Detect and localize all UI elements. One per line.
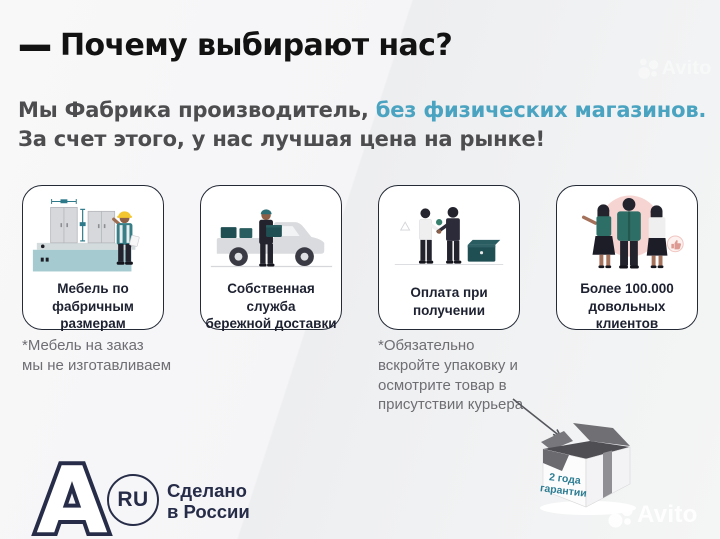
title-dash: — xyxy=(18,15,52,75)
avito-watermark-bottom: Avito xyxy=(608,501,698,529)
payment-on-delivery-illustration xyxy=(394,206,503,266)
subtitle-accent: без физических магазинов. xyxy=(375,98,707,122)
guarantee-line-2: гарантии xyxy=(539,482,587,500)
subtitle-part1: Мы Фабрика производитель, xyxy=(18,98,369,122)
feature-card-factory-sizes: Мебель по фабричным размерам xyxy=(22,185,164,331)
card-caption: Оплата при получении xyxy=(410,284,488,318)
footnote-custom-furniture: *Мебель на заказ мы не изготавливаем xyxy=(22,337,172,374)
avito-watermark-text: Avito xyxy=(661,57,712,80)
subtitle-line-2: За счет этого, у нас лучшая цена на рынк… xyxy=(18,127,545,151)
card-caption: Более 100.000 довольных клиентов xyxy=(580,281,674,332)
avito-logo-icon xyxy=(608,503,633,528)
guarantee-text: 2 года гарантии xyxy=(539,471,587,500)
page-title: Почему выбирают нас? xyxy=(60,27,453,63)
card-caption: Мебель по фабричным размерам xyxy=(52,281,134,332)
avito-logo-icon xyxy=(638,58,659,79)
card-caption: Собственная служба бережной доставки xyxy=(205,281,337,332)
delivery-truck-illustration xyxy=(210,209,332,268)
furniture-factory-illustration xyxy=(32,199,140,272)
ru-badge-label: RU xyxy=(117,488,149,511)
happy-clients-illustration xyxy=(581,195,684,269)
page-title-row: — Почему выбирают нас? xyxy=(18,20,453,71)
guarantee-box-illustration: 2 года гарантии xyxy=(539,423,636,515)
feature-card-clients: Более 100.000 довольных клиентов xyxy=(556,185,698,331)
feature-card-payment: Оплата при получении xyxy=(378,185,520,330)
subtitle-line-1: Мы Фабрика производитель, без физических… xyxy=(18,96,706,125)
subtitle: Мы Фабрика производитель, без физических… xyxy=(18,96,706,154)
brand-letter: А xyxy=(36,458,107,536)
guarantee-line-1: 2 года xyxy=(548,471,581,487)
footnote-inspect-package: *Обязательно вскройте упаковку и осмотри… xyxy=(378,337,524,414)
brand-letter-logo: А xyxy=(32,458,111,536)
made-in-russia-label: Сделано в России xyxy=(167,480,250,522)
feature-card-delivery: Собственная служба бережной доставки xyxy=(200,185,342,331)
avito-watermark-top: Avito xyxy=(638,57,711,80)
avito-watermark-text: Avito xyxy=(637,501,698,528)
ru-badge: RU xyxy=(107,474,159,526)
